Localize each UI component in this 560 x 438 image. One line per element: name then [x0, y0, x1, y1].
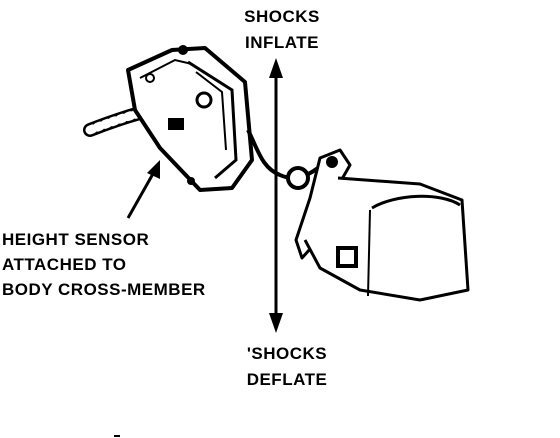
sensor-link-cable	[246, 129, 327, 180]
shocks-inflate-label-line1: SHOCKS	[244, 7, 320, 26]
shocks-deflate-label-line1: 'SHOCKS	[246, 344, 328, 363]
axle-bracket	[303, 176, 470, 302]
sensor-label-line3: BODY CROSS-MEMBER	[2, 280, 206, 299]
sensor-label-line2: ATTACHED TO	[2, 255, 127, 274]
sensor-pointer-arrow	[126, 160, 160, 219]
vertical-travel-arrow	[269, 58, 283, 333]
shocks-deflate-label-line2: DEFLATE	[246, 370, 328, 389]
sensor-label-line1: HEIGHT SENSOR	[2, 230, 150, 249]
shocks-inflate-label-line2: INFLATE	[244, 33, 319, 52]
height-sensor-housing	[126, 45, 254, 192]
